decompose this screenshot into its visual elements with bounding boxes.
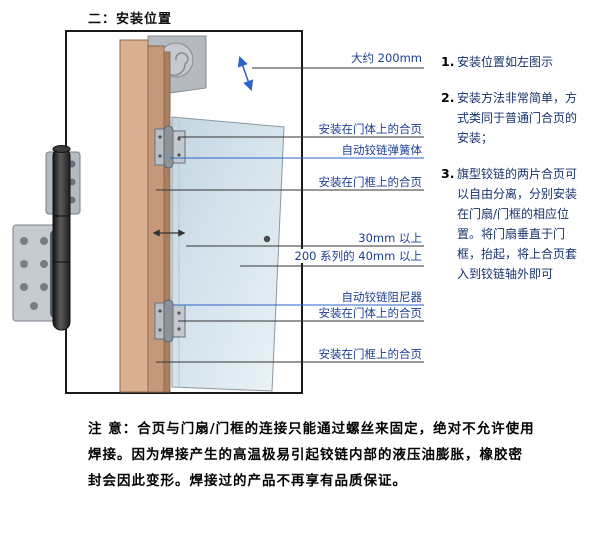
callout-damper-body: 自动铰链阻尼器 [339, 290, 424, 304]
door-frame [119, 39, 171, 393]
instruction-item-1: 1. 安装位置如左图示 [441, 52, 593, 72]
dimension-arrow-200mm [237, 56, 254, 91]
callout-hinge-on-door-top: 安装在门体上的合页 [316, 122, 424, 136]
instruction-item-2: 2. 安装方法非常简单，方式类同于普通门合页的安装； [441, 88, 593, 148]
callout-gap-30mm: 30mm 以上 [356, 231, 424, 245]
instruction-text: 安装位置如左图示 [457, 55, 554, 69]
callout-hinge-on-frame-bottom: 安装在门框上的合页 [316, 347, 424, 361]
instruction-text: 安装方法非常简单，方式类同于普通门合页的安装； [457, 91, 578, 145]
warning-note: 注 意：合页与门扇/门框的连接只能通过螺丝来固定，绝对不允许使用焊接。因为焊接产… [88, 421, 535, 489]
instruction-list: 1. 安装位置如左图示 2. 安装方法非常简单，方式类同于普通门合页的安装； 3… [441, 52, 593, 300]
callout-hinge-on-frame-top: 安装在门框上的合页 [316, 175, 424, 189]
instruction-number: 3. [441, 166, 455, 181]
door-leaf [171, 116, 285, 392]
door-knob-dot [263, 235, 271, 243]
callout-hinge-on-door-bottom: 安装在门体上的合页 [316, 306, 424, 320]
callout-gap-40mm-200series: 200 系列的 40mm 以上 [292, 249, 424, 263]
instruction-number: 1. [441, 54, 455, 69]
callout-approx-200mm: 大约 200mm [348, 51, 424, 65]
page-title: 二：安装位置 [88, 12, 173, 27]
instruction-text: 旗型铰链的两片合页可以自由分离，分别安装在门扇/门框的相应位置。将门扇垂直于门框… [457, 167, 578, 281]
callout-spring-body: 自动铰链弹簧体 [339, 143, 424, 157]
instruction-item-3: 3. 旗型铰链的两片合页可以自由分离，分别安装在门扇/门框的相应位置。将门扇垂直… [441, 164, 593, 284]
top-hinge [154, 125, 186, 169]
instruction-number: 2. [441, 90, 455, 105]
callout-leader-lines [156, 67, 424, 363]
hinge-product-photo [12, 145, 81, 331]
